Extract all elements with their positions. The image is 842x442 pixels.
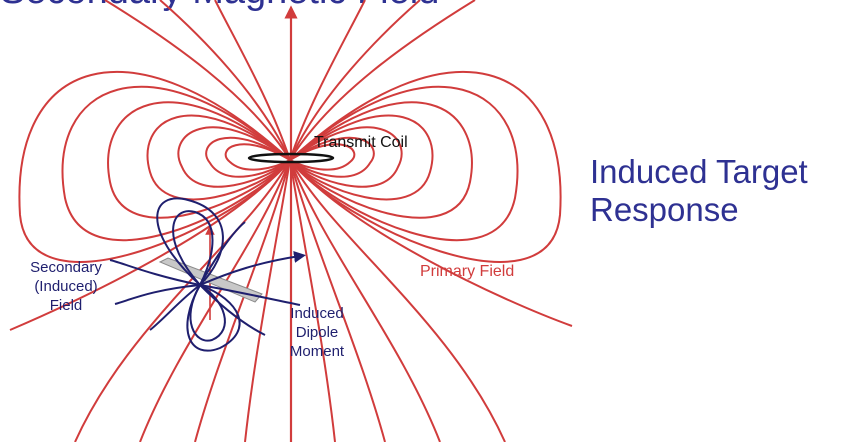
dipole-moment-label-line2: Dipole bbox=[296, 324, 339, 341]
dipole-moment-label-line1: Induced bbox=[290, 305, 343, 322]
secondary-field-label-line2: (Induced) bbox=[34, 278, 97, 295]
primary-field-label: Primary Field bbox=[420, 263, 514, 280]
transmit-coil bbox=[247, 152, 335, 164]
dipole-moment-label-line3: Moment bbox=[290, 343, 345, 360]
transmit-coil-label: Transmit Coil bbox=[314, 134, 408, 151]
secondary-field-label-line3: Field bbox=[50, 297, 83, 314]
primary-field-open-lines bbox=[9, 0, 573, 442]
side-title-line1: Induced Target bbox=[590, 153, 808, 190]
secondary-field-lines bbox=[109, 197, 306, 352]
induced-target-response-title: Induced Target Response bbox=[590, 153, 808, 229]
side-title-line2: Response bbox=[590, 191, 739, 228]
secondary-field-label-line1: Secondary bbox=[30, 259, 102, 276]
